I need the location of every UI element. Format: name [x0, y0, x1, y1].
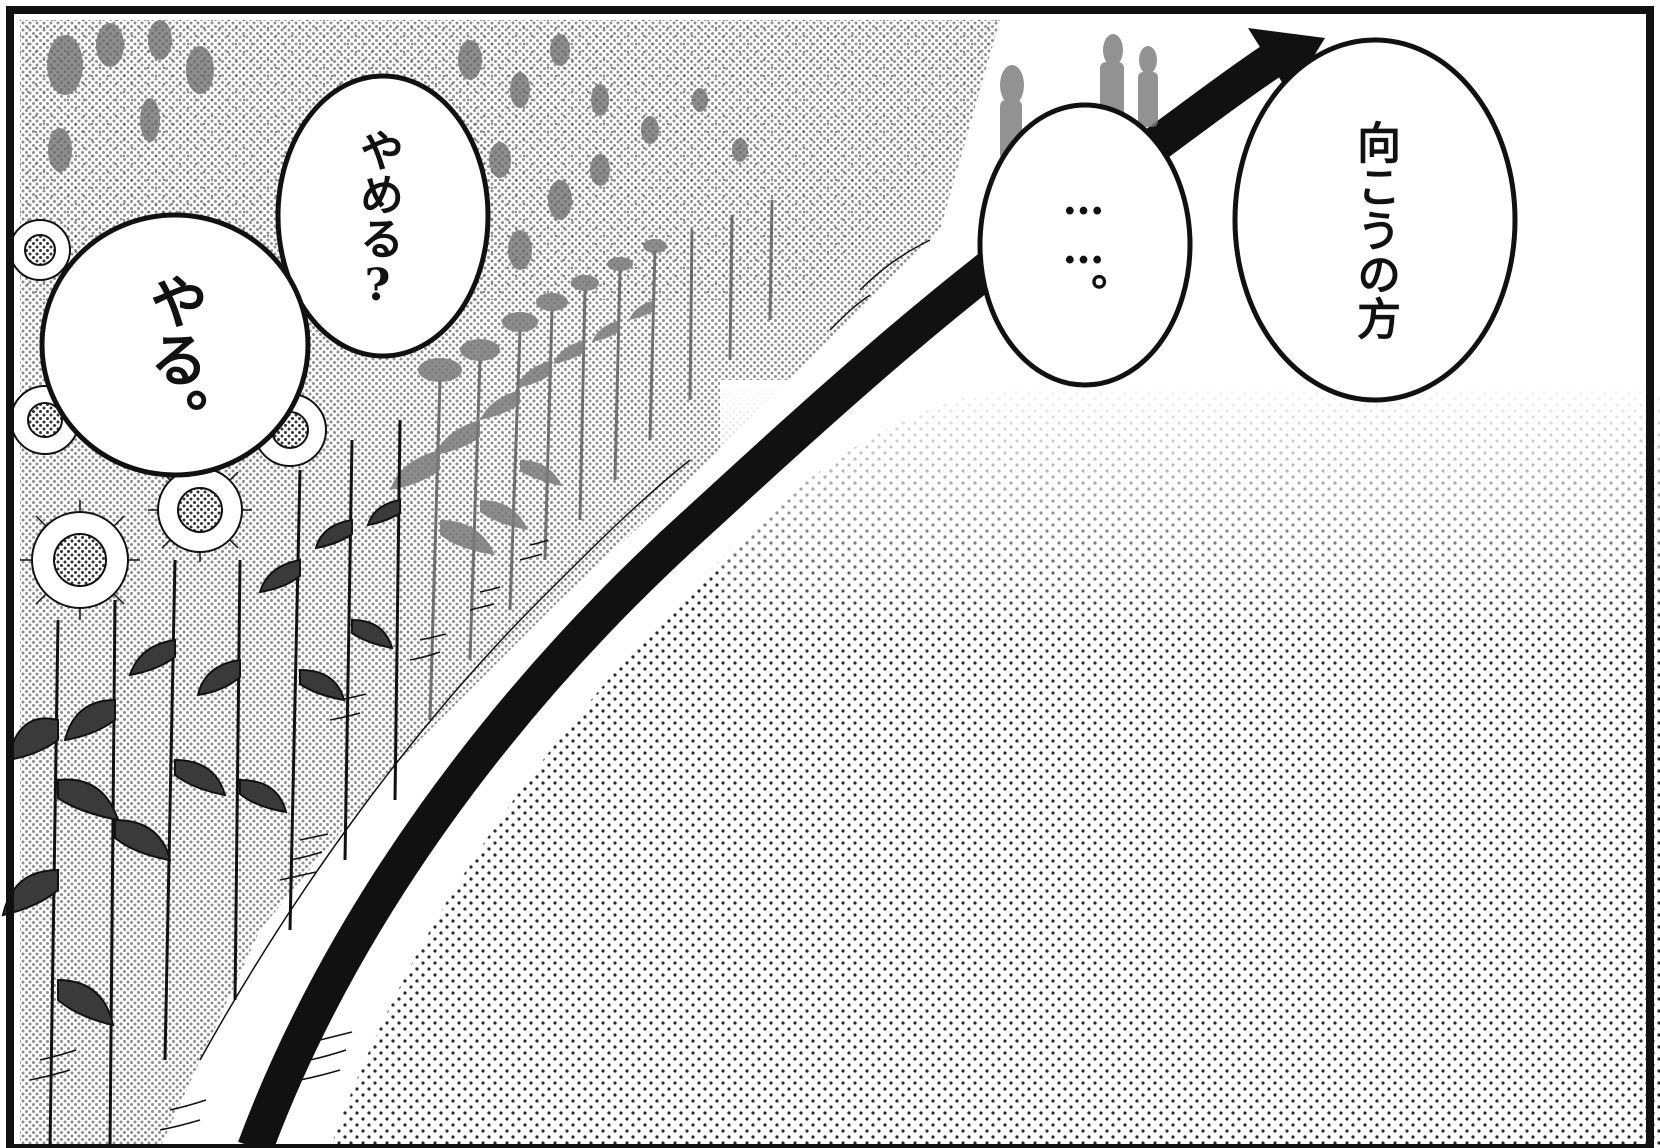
bubble-text-mukou: 向こうの方: [1349, 120, 1400, 340]
foreground-field-tone: [330, 380, 1660, 1148]
bubble-ellipsis: [977, 102, 1193, 388]
grass-strokes: [29, 539, 549, 1131]
road-edge-lines: [199, 239, 931, 1061]
bubble-text-yameru: やめる?: [352, 128, 403, 311]
bubble-text-yaru: やる。: [140, 272, 208, 446]
bubble-yaru: [39, 212, 311, 478]
bubble-text-ellipsis: ……。: [1059, 175, 1108, 315]
bubble-mukou: [1232, 37, 1518, 403]
speech-bubbles: [39, 37, 1518, 478]
panel-border: [6, 6, 1654, 1148]
sunflower-row-distant: [428, 199, 774, 721]
bubble-yameru: [275, 73, 491, 359]
background-trees: [47, 20, 748, 270]
sunflower-leaves-distant: [390, 239, 667, 555]
